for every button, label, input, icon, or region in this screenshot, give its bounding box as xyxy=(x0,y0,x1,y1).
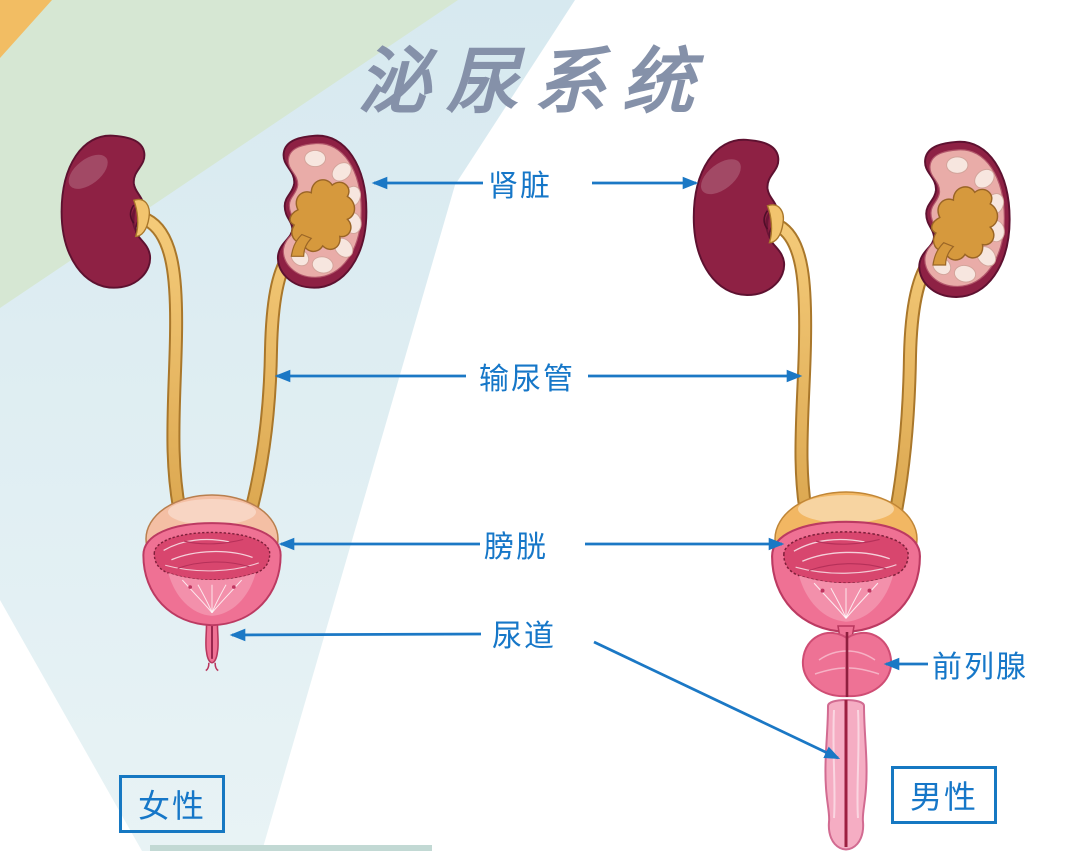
label-prostate: 前列腺 xyxy=(932,651,1028,684)
ureters xyxy=(140,213,938,533)
male-bladder xyxy=(771,491,921,851)
female-left-kidney xyxy=(60,134,152,289)
urethra-arrow-left xyxy=(229,628,482,642)
page-title: 泌尿系统 xyxy=(357,38,711,124)
label-ureter: 输尿管 xyxy=(479,363,575,396)
female-right-kidney-section xyxy=(276,134,368,289)
label-urethra: 尿道 xyxy=(492,620,556,653)
label-bladder: 膀胱 xyxy=(484,531,548,564)
caption-male: 男性 xyxy=(890,766,998,824)
urethra-arrow-diagonal xyxy=(593,640,841,760)
female-bladder xyxy=(142,494,282,672)
male-right-kidney-section xyxy=(918,140,1011,298)
prostate-illustration xyxy=(801,630,893,699)
penis-illustration xyxy=(823,698,869,851)
label-kidney: 肾脏 xyxy=(488,170,552,203)
male-left-kidney xyxy=(692,138,786,296)
annotation-arrows xyxy=(229,176,928,760)
background-shapes xyxy=(0,0,575,851)
caption-female: 女性 xyxy=(118,775,226,833)
